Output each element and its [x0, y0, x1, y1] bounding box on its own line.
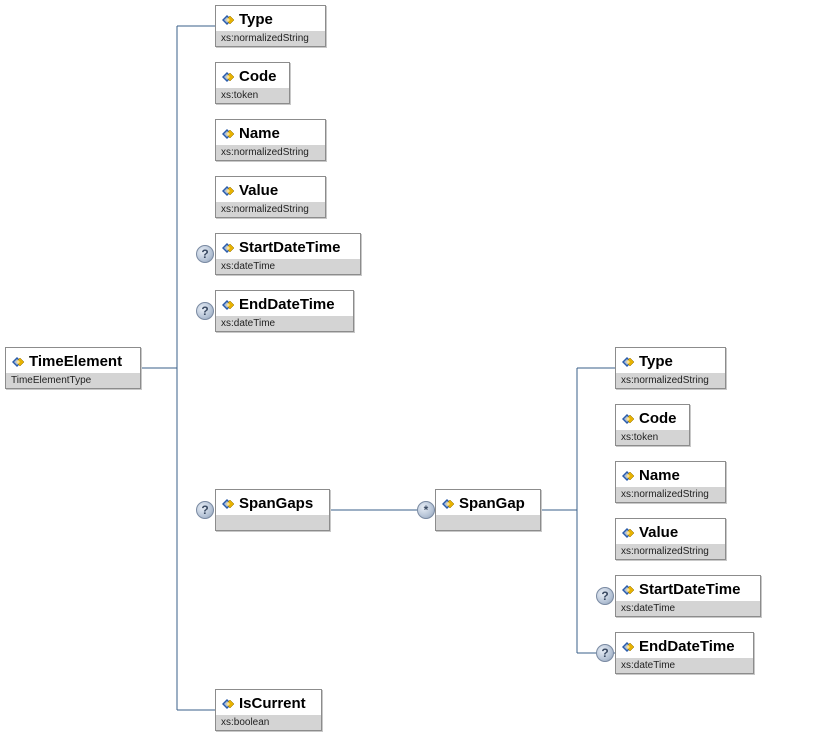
xml-element-icon [621, 526, 635, 538]
node-end-date-time[interactable]: EndDateTime xs:dateTime [215, 290, 354, 332]
xml-element-icon [221, 697, 235, 709]
node-title: StartDateTime [639, 580, 741, 598]
node-time-element[interactable]: TimeElement TimeElementType [5, 347, 141, 389]
node-type-label: xs:normalizedString [216, 31, 325, 46]
node-title: EndDateTime [639, 637, 735, 655]
node-type: TimeElementType [6, 373, 140, 388]
node-type-label: xs:normalizedString [616, 373, 725, 388]
node-title: EndDateTime [239, 295, 335, 313]
node-span-gaps[interactable]: SpanGaps [215, 489, 330, 531]
node-code[interactable]: Code xs:token [215, 62, 290, 104]
node-title: SpanGap [459, 494, 525, 512]
node-is-current[interactable]: IsCurrent xs:boolean [215, 689, 322, 731]
node-title: SpanGaps [239, 494, 314, 512]
optional-question-icon: ? [596, 587, 614, 605]
node-title: Type [239, 10, 273, 28]
xml-element-icon [221, 13, 235, 25]
optional-question-icon: ? [596, 644, 614, 662]
node-title: StartDateTime [239, 238, 341, 256]
node-title: Value [639, 523, 679, 541]
xml-element-icon [621, 355, 635, 367]
node-type-label: xs:normalizedString [616, 487, 725, 502]
node-name[interactable]: Name xs:normalizedString [215, 119, 326, 161]
node-title: TimeElement [29, 352, 123, 370]
xml-element-icon [221, 184, 235, 196]
xml-element-icon [221, 497, 235, 509]
node-type[interactable]: Type xs:normalizedString [215, 5, 326, 47]
xml-element-icon [441, 497, 455, 509]
xml-element-icon [621, 583, 635, 595]
optional-question-icon: ? [196, 501, 214, 519]
node-type-label: xs:token [216, 88, 289, 103]
node-title: Name [639, 466, 680, 484]
zero-or-more-star-icon: * [417, 501, 435, 519]
xml-element-icon [621, 469, 635, 481]
node-start-date-time[interactable]: StartDateTime xs:dateTime [215, 233, 361, 275]
node-span-gap-start-date-time[interactable]: StartDateTime xs:dateTime [615, 575, 761, 617]
node-title: Type [639, 352, 673, 370]
xml-element-icon [221, 241, 235, 253]
node-type-label: xs:dateTime [216, 316, 353, 331]
node-span-gap[interactable]: SpanGap [435, 489, 541, 531]
node-type-label: xs:normalizedString [216, 202, 325, 217]
node-type-label: xs:normalizedString [216, 145, 325, 160]
node-span-gap-code[interactable]: Code xs:token [615, 404, 690, 446]
node-type-label: xs:normalizedString [616, 544, 725, 559]
node-title: Name [239, 124, 280, 142]
optional-question-icon: ? [196, 302, 214, 320]
node-span-gap-name[interactable]: Name xs:normalizedString [615, 461, 726, 503]
node-type-label: xs:boolean [216, 715, 321, 730]
xml-element-icon [221, 127, 235, 139]
xml-element-icon [621, 412, 635, 424]
node-span-gap-type[interactable]: Type xs:normalizedString [615, 347, 726, 389]
node-title: Code [239, 67, 277, 85]
node-span-gap-end-date-time[interactable]: EndDateTime xs:dateTime [615, 632, 754, 674]
node-type-label: xs:dateTime [616, 601, 760, 616]
node-span-gap-value[interactable]: Value xs:normalizedString [615, 518, 726, 560]
xml-element-icon [11, 355, 25, 367]
node-value[interactable]: Value xs:normalizedString [215, 176, 326, 218]
xml-element-icon [621, 640, 635, 652]
node-title: Code [639, 409, 677, 427]
node-type-label [216, 515, 329, 530]
optional-question-icon: ? [196, 245, 214, 263]
node-title: IsCurrent [239, 694, 306, 712]
node-type-label: xs:dateTime [216, 259, 360, 274]
xml-element-icon [221, 298, 235, 310]
node-type-label: xs:dateTime [616, 658, 753, 673]
xml-element-icon [221, 70, 235, 82]
node-title: Value [239, 181, 279, 199]
node-type-label [436, 515, 540, 530]
node-type-label: xs:token [616, 430, 689, 445]
